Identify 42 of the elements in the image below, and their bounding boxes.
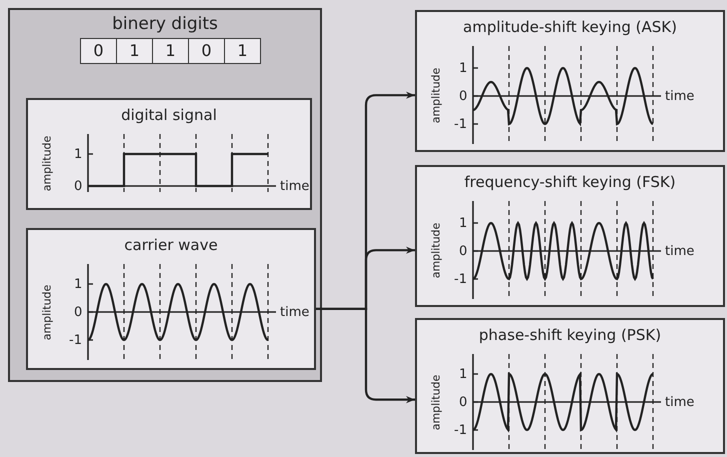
tick-label: 0: [459, 244, 468, 258]
tick-label: 1: [459, 60, 468, 76]
tick-label: 0: [74, 178, 82, 194]
arrow: [316, 308, 415, 404]
graph-panel: [26, 98, 312, 210]
panel-title: amplitude-shift keying (ASK): [462, 18, 678, 36]
digit-cell: 1: [224, 38, 261, 64]
tick-label: 0: [459, 394, 468, 410]
graph-panel: [415, 318, 725, 454]
tick-label: 1: [74, 146, 82, 162]
tick-label: -1: [454, 272, 467, 286]
tick-label: 1: [459, 366, 468, 382]
graph-panel: [415, 10, 725, 152]
axis-label: amplitude: [428, 374, 442, 430]
axis-label: amplitude: [428, 222, 442, 278]
tick-label: 1: [459, 216, 468, 230]
digit-cell: 0: [80, 38, 117, 64]
panel-title: frequency-shift keying (FSK): [463, 173, 677, 191]
axis-label: time: [665, 244, 694, 258]
heading: binery digits: [111, 14, 219, 34]
tick-label: -1: [454, 116, 467, 132]
tick-label: 0: [459, 88, 468, 104]
axis-label: amplitude: [428, 67, 442, 123]
group-panel: [8, 8, 322, 382]
panel-title: digital signal: [120, 106, 218, 124]
axis-label: amplitude: [40, 284, 53, 340]
digit-cell: 0: [188, 38, 225, 64]
panel-title: phase-shift keying (PSK): [478, 326, 662, 344]
digit-cell: 1: [152, 38, 189, 64]
axis-label: time: [665, 394, 694, 410]
axis-label: time: [280, 178, 310, 194]
tick-label: 1: [74, 276, 82, 292]
axis-label: time: [665, 88, 694, 104]
panel-title: carrier wave: [123, 236, 219, 254]
axis-label: time: [280, 304, 310, 320]
graph-panel: [26, 228, 316, 370]
tick-label: -1: [454, 422, 467, 438]
axis-label: amplitude: [40, 135, 53, 191]
graph-panel: [415, 165, 725, 307]
tick-label: -1: [69, 332, 82, 348]
digit-cell: 1: [116, 38, 153, 64]
tick-label: 0: [74, 304, 82, 320]
